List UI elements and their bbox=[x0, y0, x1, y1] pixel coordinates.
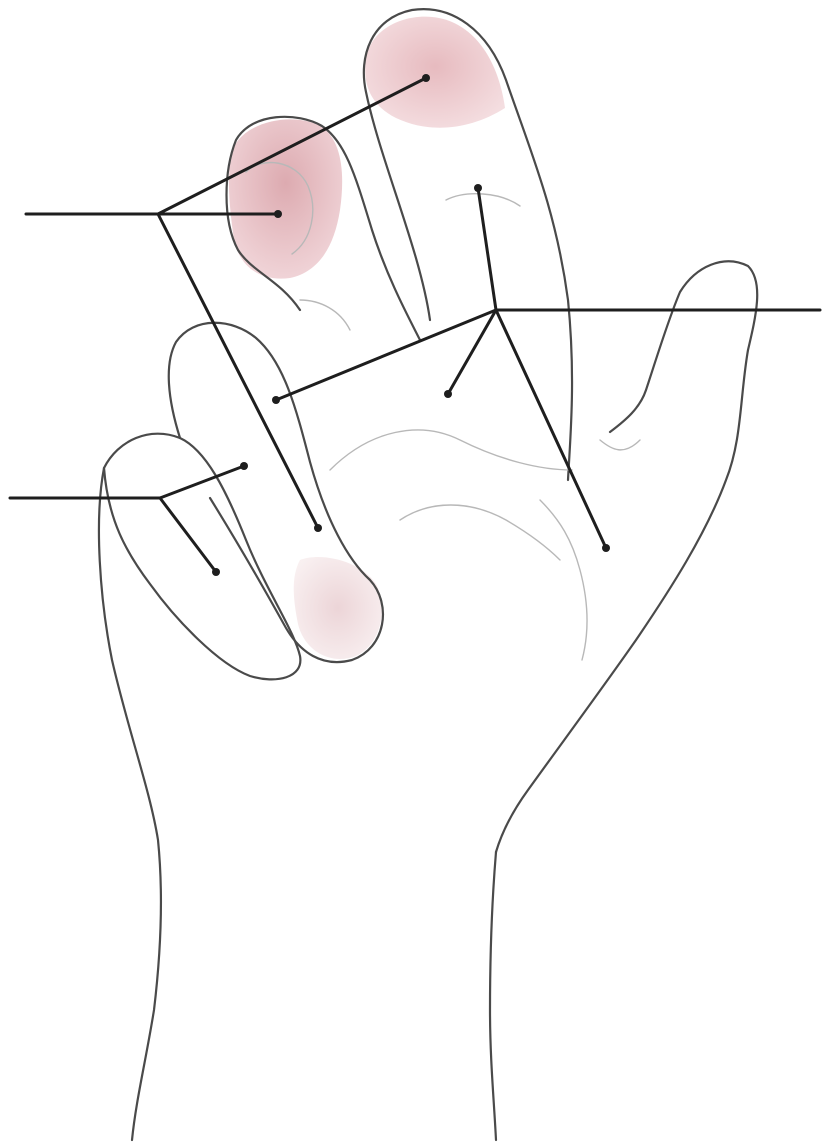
leader-left-lower-to-little-finger bbox=[160, 498, 216, 572]
callout-right-middle bbox=[272, 184, 820, 552]
wrist-right-edge bbox=[490, 852, 496, 1140]
thumb-outline bbox=[496, 261, 757, 852]
middle-finger-knuckle-crease bbox=[446, 194, 520, 206]
fingertip-shading bbox=[229, 17, 505, 659]
callout-left-lower bbox=[10, 462, 248, 576]
wrist-left-edge bbox=[99, 468, 161, 1140]
target-dot-ring-tip bbox=[314, 524, 322, 532]
leader-right-middle-to-index-base bbox=[276, 310, 496, 400]
target-dot-thenar bbox=[602, 544, 610, 552]
little-finger-outline bbox=[104, 434, 300, 680]
index-fingertip-tint bbox=[229, 119, 342, 278]
index-finger-knuckle-crease bbox=[300, 300, 350, 330]
target-dot-ring-middle bbox=[240, 462, 248, 470]
leader-right-middle-to-middle-finger bbox=[478, 188, 496, 310]
hand-outline bbox=[99, 9, 757, 1140]
middle-fingertip-tint bbox=[365, 17, 505, 128]
target-dot-index-tip bbox=[274, 210, 282, 218]
palm-crease-thenar bbox=[540, 500, 587, 660]
leader-left-lower-to-ring-middle bbox=[160, 466, 244, 498]
thumb-base-crease bbox=[600, 440, 640, 450]
target-dot-middle-tip bbox=[422, 74, 430, 82]
palm-crease-middle bbox=[400, 505, 560, 560]
target-dot-index-base bbox=[272, 396, 280, 404]
callout-left-upper bbox=[26, 74, 430, 532]
ring-fingertip-tint bbox=[294, 557, 382, 659]
target-dot-middle-finger bbox=[474, 184, 482, 192]
target-dot-little-finger bbox=[212, 568, 220, 576]
leader-right-middle-to-palm bbox=[448, 310, 496, 394]
palm-crease-upper bbox=[330, 430, 572, 470]
target-dot-palm bbox=[444, 390, 452, 398]
